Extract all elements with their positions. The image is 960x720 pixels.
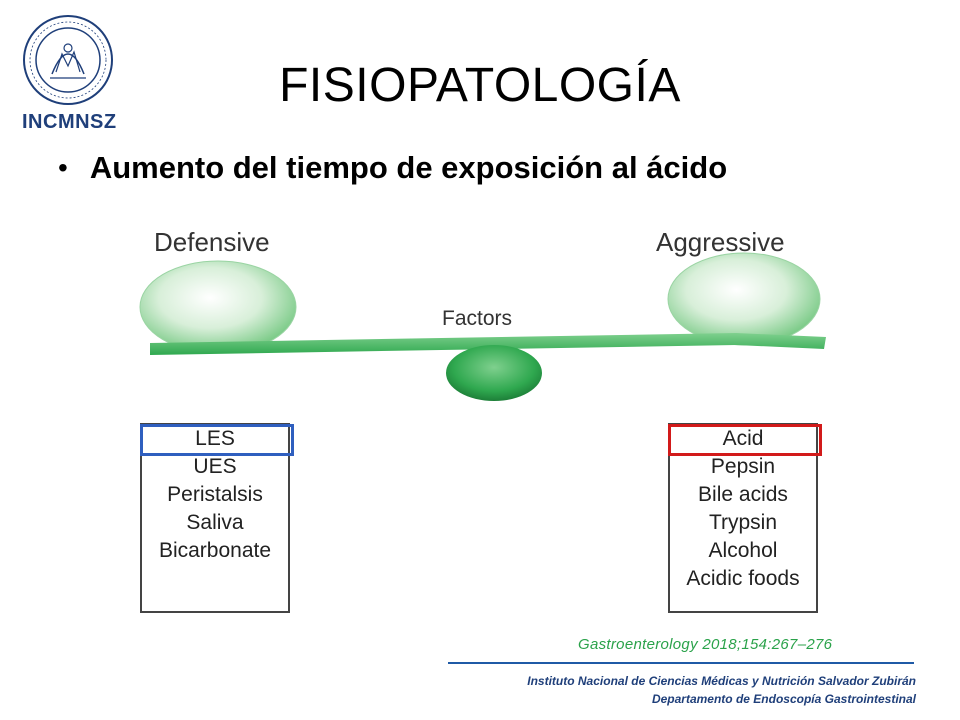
defensive-label: Defensive bbox=[154, 227, 270, 257]
defensive-factor: Peristalsis bbox=[167, 483, 263, 506]
defensive-factor: LES bbox=[195, 427, 235, 450]
footer-divider bbox=[448, 662, 914, 664]
balance-scale-graphic bbox=[139, 252, 826, 401]
aggressive-factor: Acidic foods bbox=[686, 567, 800, 590]
fulcrum bbox=[446, 345, 542, 401]
defensive-ball bbox=[139, 260, 297, 354]
institution-seal-icon bbox=[23, 15, 113, 105]
logo-text: INCMNSZ bbox=[22, 111, 117, 133]
aggressive-factors-box: Acid Pepsin Bile acids Trypsin Alcohol A… bbox=[668, 423, 822, 613]
bullet-icon: • bbox=[58, 152, 68, 183]
factors-label: Factors bbox=[442, 307, 513, 330]
bullet-text: Aumento del tiempo de exposición al ácid… bbox=[89, 150, 728, 185]
balance-beam bbox=[150, 333, 826, 355]
aggressive-factor: Trypsin bbox=[708, 511, 778, 534]
aggressive-ball bbox=[667, 252, 821, 346]
bullet-item: • Aumento del tiempo de exposición al ác… bbox=[58, 150, 727, 186]
aggressive-factor: Bile acids bbox=[698, 483, 788, 506]
aggressive-factor: Pepsin bbox=[710, 455, 776, 478]
defensive-factors-list: LES UES Peristalsis Saliva Bicarbonate bbox=[142, 425, 288, 565]
aggressive-factor: Acid bbox=[722, 427, 764, 450]
defensive-factor: UES bbox=[193, 455, 237, 478]
les-highlight bbox=[140, 424, 294, 456]
footer: Instituto Nacional de Ciencias Médicas y… bbox=[527, 672, 916, 708]
acid-highlight bbox=[668, 424, 822, 456]
aggressive-factors-list: Acid Pepsin Bile acids Trypsin Alcohol A… bbox=[670, 425, 816, 593]
balance-diagram: Defensive Aggressive Factors LES UES Per… bbox=[136, 215, 826, 615]
defensive-factor: Bicarbonate bbox=[158, 539, 272, 562]
defensive-factors-box: LES UES Peristalsis Saliva Bicarbonate bbox=[140, 423, 294, 613]
aggressive-label: Aggressive bbox=[656, 227, 785, 257]
footer-institution: Instituto Nacional de Ciencias Médicas y… bbox=[527, 674, 916, 688]
aggressive-factor: Alcohol bbox=[708, 539, 778, 562]
defensive-factor: Saliva bbox=[186, 511, 244, 534]
citation: Gastroenterology 2018;154:267–276 bbox=[578, 636, 833, 653]
page-title: FISIOPATOLOGÍA bbox=[279, 59, 681, 112]
footer-department: Departamento de Endoscopía Gastrointesti… bbox=[651, 692, 916, 706]
